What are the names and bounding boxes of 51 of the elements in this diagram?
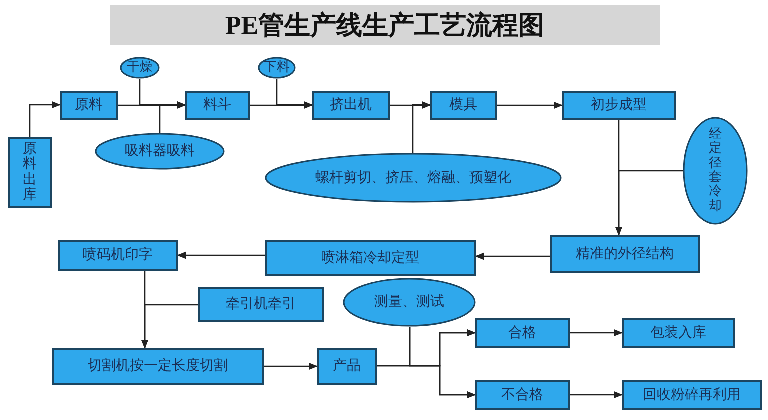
process-box — [185, 91, 250, 120]
process-box — [265, 240, 476, 276]
process-box — [550, 235, 700, 273]
process-box — [198, 287, 324, 322]
process-box — [475, 380, 570, 410]
process-box — [312, 91, 390, 120]
node-label: 初步成型 — [591, 97, 647, 114]
arrow — [177, 252, 265, 260]
node-label: 精准的外径结构 — [576, 246, 674, 262]
node-label: 不合格 — [502, 386, 544, 404]
node-label: 料斗 — [204, 97, 232, 114]
node-label: 切割机按一定长度切割 — [88, 358, 228, 375]
node-label: 模具 — [450, 97, 478, 114]
process-box — [52, 348, 264, 385]
node-label: 原料 — [75, 97, 103, 114]
node-label: 包装入库 — [650, 324, 706, 342]
arrow — [409, 327, 476, 399]
arrow — [475, 252, 550, 260]
arrow — [29, 101, 61, 137]
arrow — [159, 101, 186, 133]
arrow — [570, 391, 623, 399]
process-box — [317, 348, 377, 385]
node-label: 吸料器吸料 — [125, 143, 195, 160]
process-box — [430, 91, 497, 120]
arrow — [412, 101, 431, 153]
arrow — [141, 304, 198, 349]
node-label: 螺杆剪切、挤压、熔融、预塑化 — [316, 170, 512, 186]
node-label: 测量、测试 — [374, 294, 444, 311]
node-label: 产品 — [333, 358, 361, 375]
process-box — [622, 380, 762, 410]
process-box — [58, 240, 178, 271]
node-label: 喷码机印字 — [83, 247, 153, 264]
arrow — [615, 170, 683, 236]
node-label: 经定径套冷却 — [709, 128, 722, 214]
node-label: 回收粉碎再利用 — [643, 386, 741, 404]
process-box — [562, 91, 676, 120]
process-box — [622, 318, 735, 348]
node-label: 干燥 — [127, 60, 153, 76]
node-label: 喷淋箱冷却定型 — [322, 250, 420, 266]
node-label: 下料 — [264, 60, 290, 76]
node-label: 挤出机 — [330, 97, 372, 114]
arrow — [570, 329, 623, 337]
arrow — [264, 362, 318, 370]
process-box — [8, 137, 52, 208]
node-label: 原料出库 — [23, 142, 37, 204]
arrow — [497, 102, 563, 110]
node-label: 合格 — [508, 324, 536, 342]
process-box — [60, 91, 118, 120]
diagram-title: PE管生产线生产工艺流程图 — [225, 10, 545, 42]
process-box — [475, 318, 570, 348]
node-label: 牵引机牵引 — [226, 296, 296, 313]
